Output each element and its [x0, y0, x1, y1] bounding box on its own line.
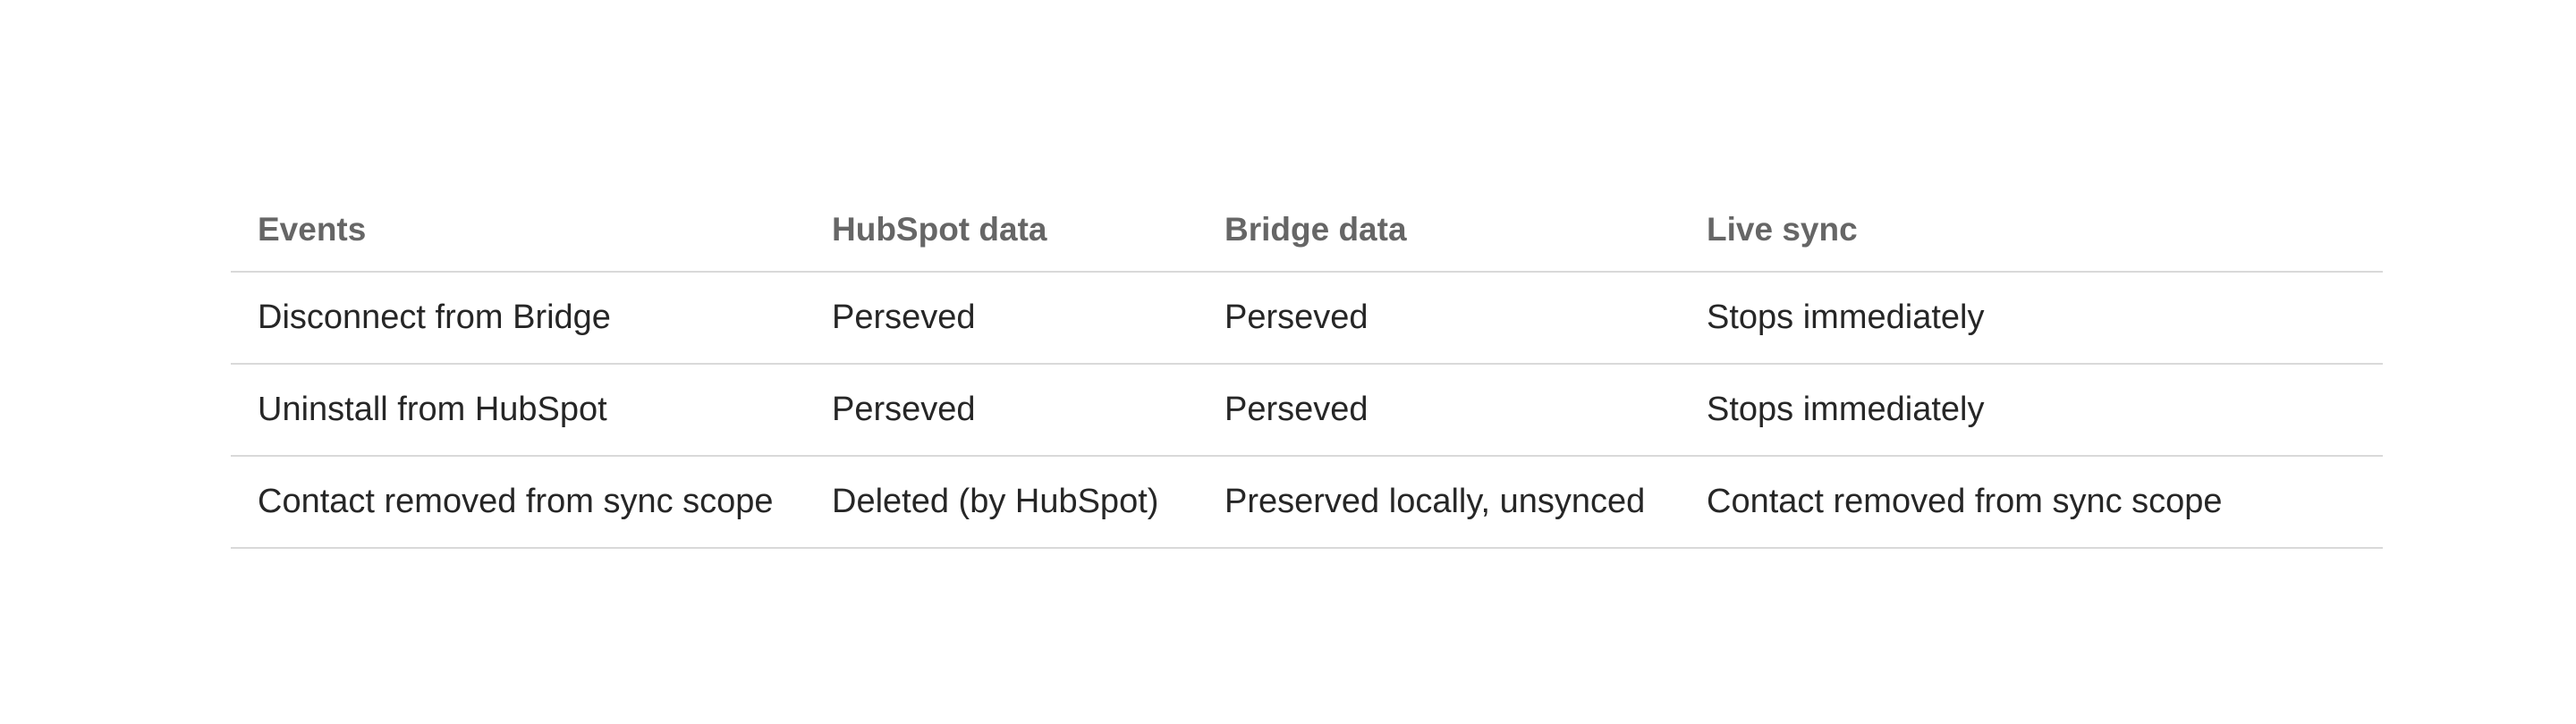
- live-sync-cell: Contact removed from sync scope: [1680, 456, 2383, 549]
- column-header-bridge-data: Bridge data: [1198, 188, 1680, 273]
- live-sync-cell: Stops immediately: [1680, 364, 2383, 457]
- bridge-data-cell: Preserved locally, unsynced: [1198, 456, 1680, 549]
- events-table-container: Events HubSpot data Bridge data Live syn…: [231, 188, 2383, 549]
- column-header-hubspot-data: HubSpot data: [805, 188, 1198, 273]
- event-cell: Disconnect from Bridge: [231, 272, 805, 365]
- table-row: Uninstall from HubSpot Perseved Perseved…: [231, 364, 2383, 457]
- column-header-events: Events: [231, 188, 805, 273]
- event-cell: Uninstall from HubSpot: [231, 364, 805, 457]
- live-sync-cell: Stops immediately: [1680, 272, 2383, 365]
- hubspot-data-cell: Perseved: [805, 272, 1198, 365]
- table-row: Disconnect from Bridge Perseved Perseved…: [231, 272, 2383, 365]
- events-table: Events HubSpot data Bridge data Live syn…: [231, 188, 2383, 549]
- table-header: Events HubSpot data Bridge data Live syn…: [231, 188, 2383, 273]
- bridge-data-cell: Perseved: [1198, 272, 1680, 365]
- table-row: Contact removed from sync scope Deleted …: [231, 456, 2383, 549]
- column-header-live-sync: Live sync: [1680, 188, 2383, 273]
- hubspot-data-cell: Perseved: [805, 364, 1198, 457]
- bridge-data-cell: Perseved: [1198, 364, 1680, 457]
- table-body: Disconnect from Bridge Perseved Perseved…: [231, 272, 2383, 549]
- event-cell: Contact removed from sync scope: [231, 456, 805, 549]
- header-row: Events HubSpot data Bridge data Live syn…: [231, 188, 2383, 273]
- hubspot-data-cell: Deleted (by HubSpot): [805, 456, 1198, 549]
